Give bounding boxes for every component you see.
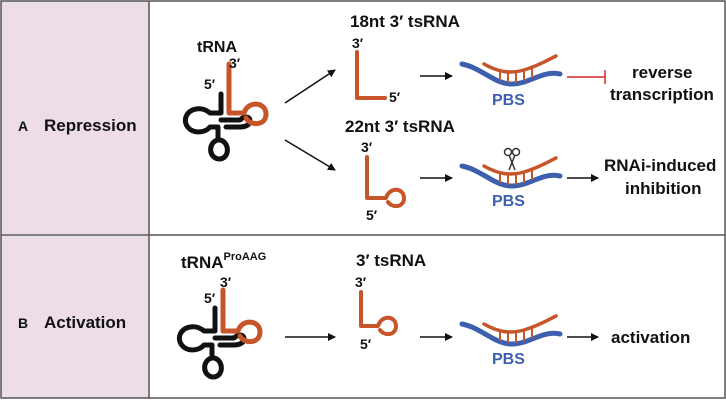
trna-b-five-prime: 5′: [204, 290, 216, 306]
panel-b-letter: B: [18, 315, 28, 331]
tsrna-b-label: 3′ tsRNA: [356, 251, 426, 270]
tsrna-22nt-strand: [365, 155, 406, 209]
outcome-activation: activation: [611, 328, 690, 347]
trna-b-three-prime: 3′: [220, 274, 232, 290]
panel-b-title: Activation: [44, 313, 126, 332]
trna-five-prime: 5′: [204, 76, 216, 92]
tsrna-22nt-five-prime: 5′: [366, 207, 378, 223]
tsrna-b-three-prime: 3′: [355, 274, 367, 290]
outcome-rnai-line1: RNAi-induced: [604, 156, 716, 175]
pbs-label-2: PBS: [492, 193, 525, 210]
pbs-duplex-3: [459, 314, 563, 347]
pbs-duplex-1: [459, 54, 563, 87]
tsrna-18nt-three-prime: 3′: [352, 35, 364, 51]
trna-pro-label: tRNAProAAG: [181, 251, 266, 272]
tsrna-22nt-three-prime: 3′: [361, 139, 373, 155]
pbs-label-1: PBS: [492, 92, 525, 109]
tsrna-18nt-label: 18nt 3′ tsRNA: [350, 12, 460, 31]
trna-pro-superscript: ProAAG: [224, 251, 267, 263]
panel-a-label-bg: [1, 1, 149, 234]
arrow-to-18nt: [284, 69, 336, 104]
tsrna-18nt-five-prime: 5′: [389, 89, 401, 105]
panel-a-letter: A: [18, 118, 28, 134]
panel-a-title: Repression: [44, 116, 137, 135]
tsrna-b-five-prime: 5′: [360, 336, 372, 352]
trna-pro-base: tRNA: [181, 253, 224, 272]
scissors-icon: [503, 147, 521, 171]
trna-label: tRNA: [197, 39, 237, 56]
panel-b-label-bg: [1, 236, 149, 398]
outcome-rnai-line2: inhibition: [625, 179, 701, 198]
trna-cloverleaf-b: [176, 287, 263, 380]
pbs-label-3: PBS: [492, 351, 525, 368]
pbs-duplex-2: [459, 156, 563, 189]
arrow-to-22nt: [284, 139, 336, 171]
outcome-reverse-line1: reverse: [632, 63, 693, 82]
tsrna-18nt-strand: [355, 50, 387, 100]
tsrna-22nt-label: 22nt 3′ tsRNA: [345, 117, 455, 136]
trna-cloverleaf-a: [182, 61, 269, 162]
outcome-reverse-line2: transcription: [610, 85, 714, 104]
trna-three-prime: 3′: [229, 55, 241, 71]
tsrna-b-strand: [359, 290, 398, 337]
